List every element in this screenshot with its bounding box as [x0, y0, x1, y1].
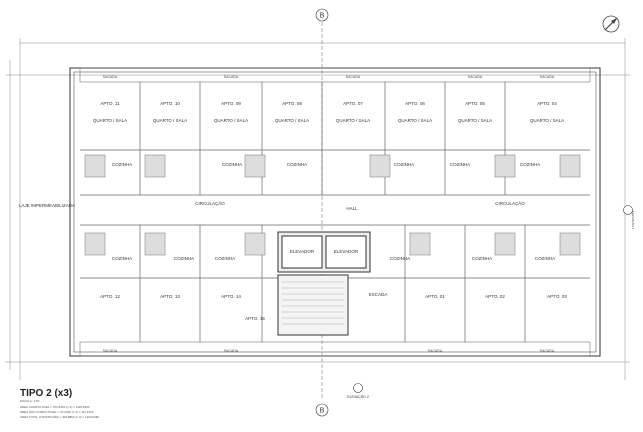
- stair-treads: [282, 281, 344, 325]
- kitchen-label: COZINHA: [112, 162, 132, 167]
- section-mark-top: B: [320, 13, 325, 20]
- dimension-frame: [5, 38, 630, 380]
- bedroom-label: QUARTO / SALA: [153, 118, 187, 123]
- room-labels: APTO. 11 APTO. 10 APTO. 09 APTO. 08 APTO…: [19, 101, 567, 321]
- area-line: ÁREA NÃO COMPUTÁVEL = 37,04M² (x 3) = 11…: [20, 410, 94, 414]
- balcony-label: SACADA: [103, 349, 118, 353]
- kitchen-label: COZINHA: [174, 256, 194, 261]
- apt-label-15: APTO. 15: [245, 316, 265, 321]
- kitchen-label: COZINHA: [287, 162, 307, 167]
- elevation-2-label: ELEVAÇÃO 2: [347, 394, 369, 399]
- apt-label-13: APTO. 13: [160, 294, 180, 299]
- kitchen-label: COZINHA: [222, 162, 242, 167]
- area-line: ÁREA COMPUTÁVEL = 372,84M² (x 3) = 1118,…: [20, 405, 90, 409]
- hall-label: HALL: [346, 206, 358, 211]
- area-summary: ÁREA COMPUTÁVEL = 372,84M² (x 3) = 1118,…: [20, 405, 99, 420]
- wc-blocks: [84, 154, 581, 256]
- balcony-label: SACADA: [224, 75, 239, 79]
- kitchen-label: COZINHA: [394, 162, 414, 167]
- balcony-label: SACADA: [540, 349, 555, 353]
- bedroom-label: QUARTO / SALA: [530, 118, 564, 123]
- kitchen-label: COZINHA: [215, 256, 235, 261]
- bedroom-label: QUARTO / SALA: [214, 118, 248, 123]
- drawing-scale: ESCALA: 1:50: [20, 399, 40, 403]
- bedroom-label: QUARTO / SALA: [93, 118, 127, 123]
- apt-label-06: APTO. 06: [405, 101, 425, 106]
- elevator-label-2: ELEVADOR: [334, 249, 359, 254]
- circulation-label-right: CIRCULAÇÃO: [495, 200, 525, 206]
- apt-label-03: APTO. 03: [547, 294, 567, 299]
- apt-label-04: APTO. 04: [537, 101, 557, 106]
- kitchen-label: COZINHA: [450, 162, 470, 167]
- elevator-label-1: ELEVADOR: [290, 249, 315, 254]
- bedroom-label: QUARTO / SALA: [336, 118, 370, 123]
- apt-label-09: APTO. 09: [221, 101, 241, 106]
- balcony-labels: SACADA SACADA SACADA SACADA SACADA SACAD…: [103, 75, 555, 353]
- bedroom-label: QUARTO / SALA: [275, 118, 309, 123]
- stair-label: ESCADA: [369, 292, 388, 297]
- balcony-label: SACADA: [103, 75, 118, 79]
- section-marker-top: B: [315, 8, 329, 22]
- waterproof-slab-label: LAJE IMPERMEABILIZADA: [19, 203, 75, 208]
- kitchen-label: COZINHA: [112, 256, 132, 261]
- apt-label-14: APTO. 14: [221, 294, 241, 299]
- circulation-label-left: CIRCULAÇÃO: [195, 200, 225, 206]
- section-marker-bottom: B: [315, 403, 329, 417]
- apt-label-12: APTO. 12: [100, 294, 120, 299]
- circulation-core: [277, 231, 371, 336]
- elevation-1-label: ELEVAÇÃO 1: [631, 211, 636, 230]
- apt-label-02: APTO. 02: [485, 294, 505, 299]
- bedroom-label: QUARTO / SALA: [398, 118, 432, 123]
- balcony-label: SACADA: [428, 349, 443, 353]
- apt-label-07: APTO. 07: [343, 101, 363, 106]
- apt-label-10: APTO. 10: [160, 101, 180, 106]
- apt-label-11: APTO. 11: [100, 101, 120, 106]
- apt-label-08: APTO. 08: [282, 101, 302, 106]
- section-mark-bottom: B: [320, 408, 325, 415]
- elevation-2-marker: ELEVAÇÃO 2: [347, 383, 369, 399]
- kitchen-label: COZINHA: [535, 256, 555, 261]
- compass-north-icon: [602, 15, 620, 33]
- kitchen-label: COZINHA: [520, 162, 540, 167]
- balconies: [79, 67, 591, 357]
- apt-label-05: APTO. 05: [465, 101, 485, 106]
- balcony-label: SACADA: [224, 349, 239, 353]
- area-line: ÁREA TOTAL CONSTRUÍDA = 409,88M² (x 3) =…: [20, 415, 100, 419]
- balcony-label: SACADA: [346, 75, 361, 79]
- balcony-label: SACADA: [468, 75, 483, 79]
- kitchen-label: COZINHA: [390, 256, 410, 261]
- kitchen-label: COZINHA: [472, 256, 492, 261]
- balcony-label: SACADA: [540, 75, 555, 79]
- apt-label-01: APTO. 01: [425, 294, 445, 299]
- elevation-1-marker: ELEVAÇÃO 1: [623, 205, 636, 230]
- apartments-top: [80, 82, 590, 196]
- drawing-title: TIPO 2 (x3): [20, 388, 73, 399]
- bedroom-label: QUARTO / SALA: [458, 118, 492, 123]
